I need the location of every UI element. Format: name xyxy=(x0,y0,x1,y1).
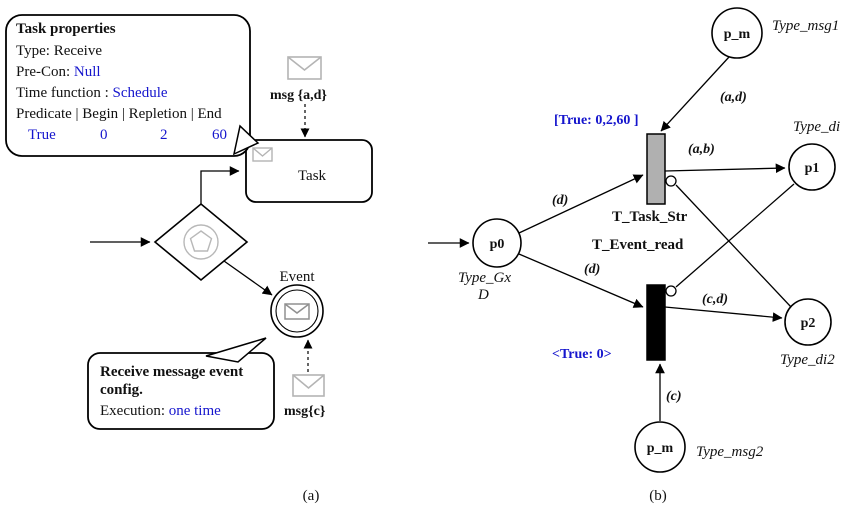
place-pm-bottom-label: p_m xyxy=(647,441,674,456)
petri-net: p0 Type_Gx D p_m Type_msg1 (a,d) (d) (d)… xyxy=(428,7,840,504)
arc-c-label: (c) xyxy=(666,389,682,404)
event-callout-line2: config. xyxy=(100,382,143,398)
inhibitor-arc-p1-to-teventread xyxy=(675,183,795,288)
callout-precon-line: Pre-Con: Null xyxy=(16,64,101,80)
type-di-label: Type_di xyxy=(793,119,840,135)
event-label: Event xyxy=(280,269,316,285)
arc-teventread-to-p2 xyxy=(664,306,783,322)
type-di2-label: Type_di2 xyxy=(780,352,835,368)
inhibitor-circle-teventread-icon xyxy=(665,285,677,297)
type-msg2-label: Type_msg2 xyxy=(696,444,764,460)
gateway-node xyxy=(153,202,249,282)
gateway-ring-icon xyxy=(183,224,219,260)
type-gx-line1: Type_Gx xyxy=(458,270,511,286)
type-gx-line2: D xyxy=(477,287,489,303)
callout-timefn-line: Time function : Schedule xyxy=(16,85,168,101)
inhibitor-circle-ttaskstr-icon xyxy=(665,175,677,187)
place-pm-top xyxy=(711,7,763,59)
type-msg1-label: Type_msg1 xyxy=(772,18,839,34)
arc-d-upper-label: (d) xyxy=(552,193,568,208)
caption-b: (b) xyxy=(649,488,667,504)
transition-teventread-label: T_Event_read xyxy=(592,237,684,253)
task-label: Task xyxy=(298,168,327,184)
event-config-callout xyxy=(87,352,275,430)
bpmn-model: Task Task properties Type: Receive Pre-C… xyxy=(5,14,373,504)
place-pm-bottom xyxy=(634,421,686,473)
arc-p0-to-ttaskstr xyxy=(518,174,644,234)
callout-title: Task properties xyxy=(16,21,116,37)
transition-ttaskstr-label: T_Task_Str xyxy=(612,209,688,225)
arc-ad-label: (a,d) xyxy=(720,90,747,105)
arc-ab-label: (a,b) xyxy=(688,142,715,157)
transition-teventread xyxy=(646,284,666,361)
transition-ttaskstr xyxy=(646,133,666,205)
arc-p0-to-teventread xyxy=(518,253,644,308)
event-config-callout-tail xyxy=(205,337,267,363)
event-callout-exec-line: Execution: one time xyxy=(100,403,221,419)
arc-ttaskstr-to-p1 xyxy=(664,163,786,174)
inhibitor-arc-p2-to-ttaskstr xyxy=(675,184,792,308)
callout-type-line: Type: Receive xyxy=(16,43,102,59)
pentagon-icon xyxy=(189,230,213,252)
place-pm-top-label: p_m xyxy=(724,27,751,42)
place-p1 xyxy=(788,143,836,191)
arc-pm1-to-ttaskstr xyxy=(660,56,730,132)
task-properties-callout-tail xyxy=(232,124,260,156)
event-inner-ring xyxy=(275,289,319,333)
place-p1-label: p1 xyxy=(805,161,820,176)
arc-cd-label: (c,d) xyxy=(702,292,728,307)
place-p0-label: p0 xyxy=(490,237,505,252)
flow-gateway-to-event xyxy=(223,260,273,296)
msg-ad-envelope-icon xyxy=(287,56,322,80)
arc-d-lower-label: (d) xyxy=(584,262,600,277)
flow-gateway-to-task xyxy=(200,166,240,204)
msg-c-envelope-icon xyxy=(292,374,325,397)
event-callout-line1: Receive message event xyxy=(100,364,243,380)
task-node xyxy=(245,139,373,203)
place-p2 xyxy=(784,298,832,346)
place-p0 xyxy=(472,218,522,268)
callout-table-header: Predicate | Begin | Repletion | End xyxy=(16,106,222,122)
msg-c-label: msg{c} xyxy=(284,404,326,419)
guard-event-label: <True: 0> xyxy=(552,347,612,362)
guard-task-label: [True: 0,2,60 ] xyxy=(554,113,639,128)
caption-a: (a) xyxy=(303,488,320,504)
place-p2-label: p2 xyxy=(801,316,816,331)
msg-ad-label: msg {a,d} xyxy=(270,88,327,103)
event-envelope-icon xyxy=(284,303,310,320)
task-properties-callout xyxy=(5,14,251,157)
task-envelope-icon xyxy=(252,147,273,162)
